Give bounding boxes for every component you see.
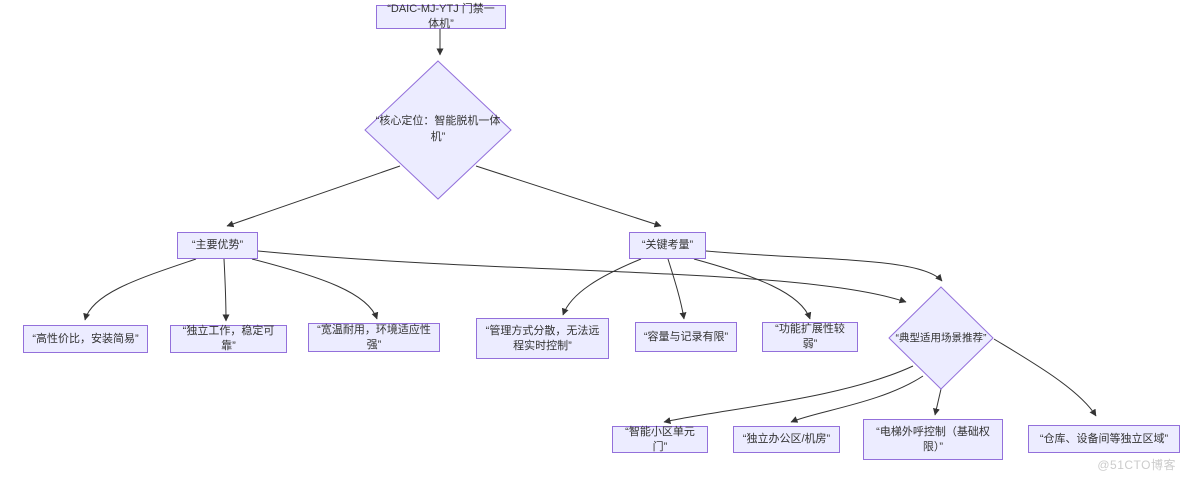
edge-advantages-to-adv1: [83, 258, 197, 321]
edge-core-to-considerations: [475, 165, 662, 228]
edge-advantages-to-adv3: [251, 258, 379, 320]
edge-scenarios-to-sc3: [932, 388, 942, 416]
watermark-51cto: @51CTO博客: [1097, 458, 1176, 472]
node-advantage-2: “独立工作，稳定可靠”: [170, 325, 287, 353]
node-scenario-3: “电梯外呼控制（基础权限）”: [863, 419, 1003, 460]
node-consideration-1: “管理方式分散，无法远程实时控制”: [476, 318, 609, 359]
node-advantage-3: “宽温耐用，环境适应性强”: [308, 323, 440, 352]
node-advantage-1: “高性价比，安装简易”: [23, 325, 148, 353]
node-consideration-2: “容量与记录有限”: [635, 322, 737, 352]
edge-scenarios-to-sc4: [993, 338, 1097, 417]
scenarios-decision-label: “典型适用场景推荐”: [895, 332, 987, 344]
scenarios-decision-diamond: [888, 286, 994, 390]
edge-advantages-to-scenarios: [257, 250, 907, 304]
node-scenario-4: “仓库、设备间等独立区域”: [1028, 425, 1180, 453]
edge-considerations-to-con3: [693, 258, 812, 320]
edge-considerations-to-con2: [667, 258, 687, 320]
core-decision-label: “核心定位：智能脱机一体机”: [375, 115, 501, 143]
edge-scenarios-to-sc1: [663, 365, 914, 424]
node-title: “DAIC-MJ-YTJ 门禁一体机”: [376, 3, 506, 30]
core-decision-diamond: [364, 60, 512, 200]
node-scenario-1: “智能小区单元门”: [612, 426, 708, 453]
node-advantages: “主要优势”: [177, 232, 258, 259]
edge-considerations-to-scenarios: [705, 250, 943, 282]
edge-considerations-to-con1: [561, 258, 642, 316]
node-consideration-3: “功能扩展性较弱”: [762, 322, 858, 352]
edge-scenarios-to-sc2: [790, 375, 924, 423]
edge-advantages-to-adv2: [222, 258, 230, 322]
node-scenario-2: “独立办公区/机房”: [733, 426, 840, 453]
edge-core-to-advantages: [226, 165, 401, 228]
node-considerations: “关键考量”: [629, 232, 706, 259]
